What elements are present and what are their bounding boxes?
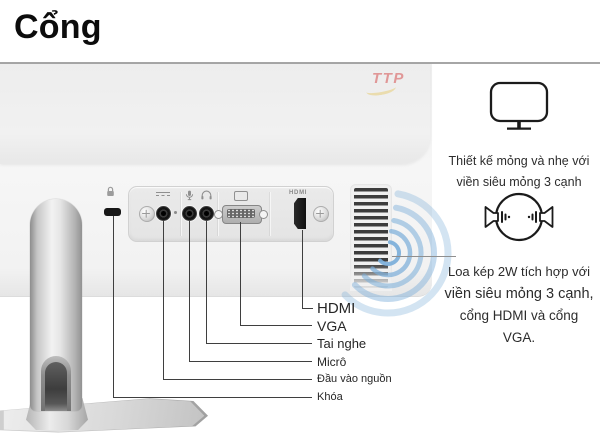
stand-arch-inner [45, 362, 67, 411]
feature-text-line: viền siêu mỏng 3 cạnh, [444, 286, 594, 302]
callout-line-micro [189, 221, 190, 361]
dual-speaker-icon [484, 192, 554, 242]
speaker-callout-line [392, 256, 456, 257]
pinhole [174, 211, 177, 214]
callout-line-headphone [206, 343, 312, 344]
callout-line-micro [189, 361, 312, 362]
label-micro: Micrô [317, 355, 347, 369]
callout-line-headphone [206, 221, 207, 343]
screw [313, 206, 329, 222]
callout-line-hdmi [302, 230, 303, 308]
label-headphone: Tai nghe [317, 336, 367, 351]
headphone-jack [199, 206, 214, 221]
feature-thin-design: Thiết kế mỏng và nhẹ với viền siêu mỏng … [437, 80, 600, 193]
label-power-input: Đầu vào nguồn [317, 373, 392, 385]
monitor-outline-icon [489, 81, 549, 130]
microphone-icon [185, 190, 194, 201]
stand-arch [41, 356, 71, 411]
callout-line-vga [240, 222, 241, 325]
callout-line-hdmi [302, 308, 313, 309]
vga-port [214, 204, 268, 224]
title-divider [0, 62, 600, 64]
watermark-text: TTP [372, 70, 405, 87]
panel-separator [269, 192, 270, 236]
callout-line-power [163, 220, 164, 379]
vga-icon [234, 191, 248, 201]
callout-line-vga [240, 325, 312, 326]
dc-in-icon [156, 192, 170, 197]
power-input-jack [156, 206, 171, 221]
kensington-lock-slot [104, 208, 121, 216]
label-hdmi: HDMI [317, 300, 356, 317]
feature-text-line: cổng HDMI và cổng [459, 308, 579, 323]
vga-pins [227, 209, 255, 218]
port-panel: HDMI [128, 186, 334, 242]
stand-column [30, 199, 82, 411]
feature-text-line: viền siêu mỏng 3 cạnh [456, 175, 582, 189]
hdmi-marking-text: HDMI [289, 190, 308, 196]
callout-line-lock [113, 397, 312, 398]
feature-text-line: Loa kép 2W tích hợp với [447, 264, 591, 279]
page-title: Cổng [14, 8, 102, 46]
headphone-icon [201, 190, 212, 200]
lock-icon [107, 186, 114, 196]
microphone-jack [182, 206, 197, 221]
vga-thumbscrew-hole [259, 210, 268, 219]
feature-thin-design-text: Thiết kế mỏng và nhẹ với viền siêu mỏng … [437, 151, 600, 193]
feature-dual-speakers: Loa kép 2W tích hợp với viền siêu mỏng 3… [437, 188, 600, 349]
feature-text-line: VGA. [502, 330, 536, 345]
panel-separator [180, 192, 181, 236]
hdmi-port [294, 198, 306, 229]
callout-line-power [163, 379, 312, 380]
callout-line-lock [113, 216, 114, 397]
screw [139, 206, 155, 222]
vga-connector-body [222, 205, 262, 224]
label-vga: VGA [317, 318, 347, 334]
monitor-back-upper-shell [0, 64, 430, 164]
feature-dual-speakers-text: Loa kép 2W tích hợp với viền siêu mỏng 3… [437, 261, 600, 349]
feature-text-line: Thiết kế mỏng và nhẹ với [448, 154, 590, 168]
label-lock: Khóa [317, 391, 343, 403]
